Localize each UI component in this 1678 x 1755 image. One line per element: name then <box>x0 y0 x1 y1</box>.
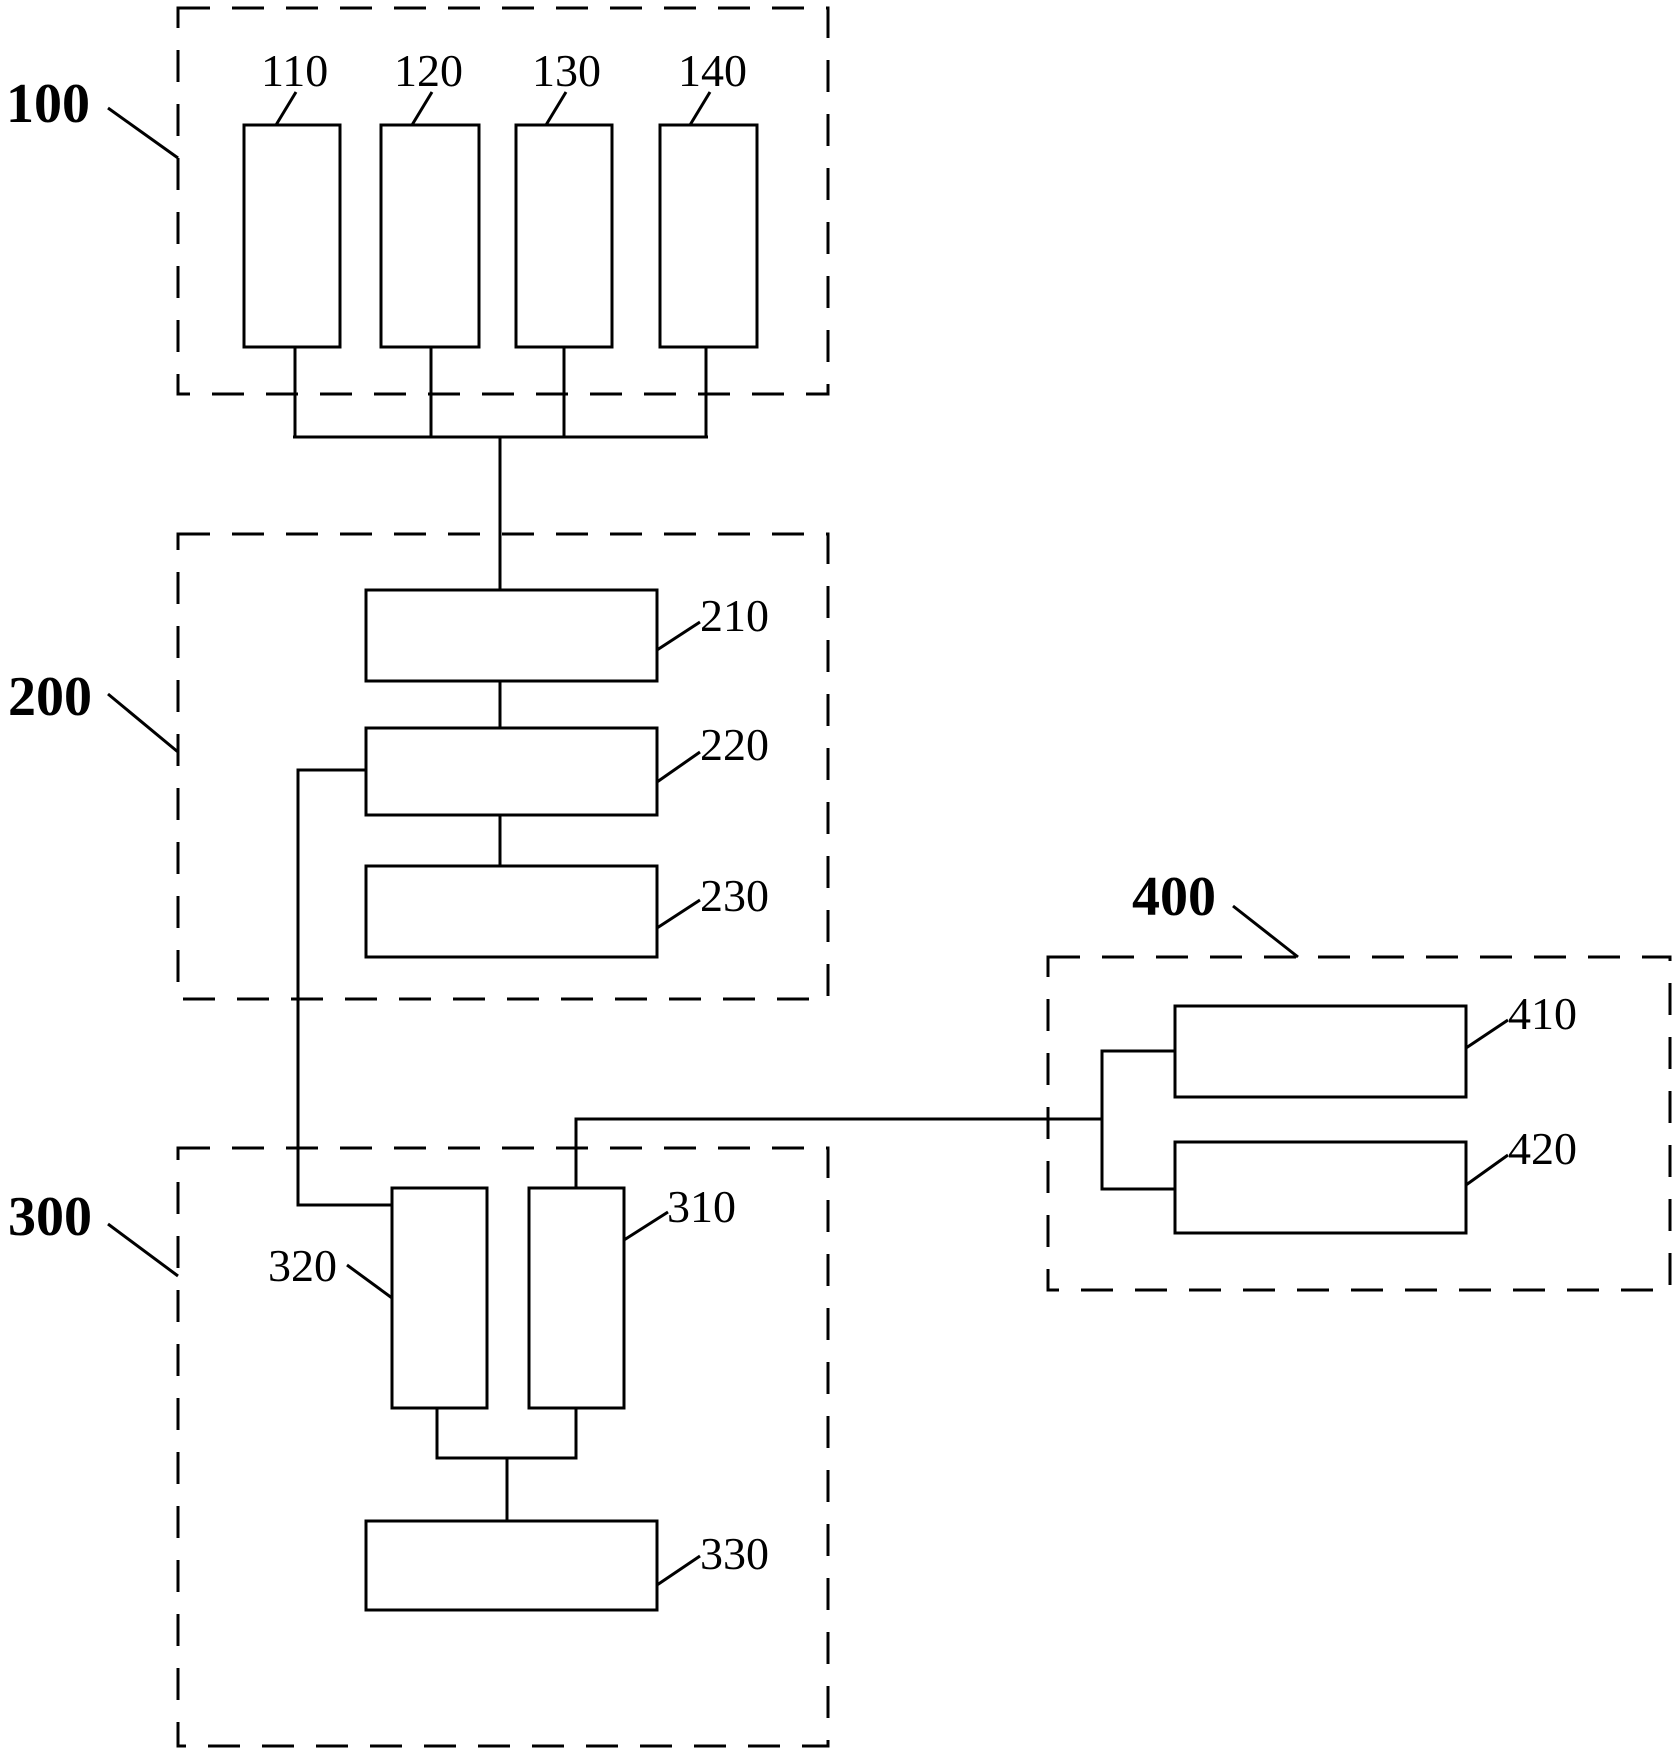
component-130-label: 130 <box>532 45 601 96</box>
component-330 <box>364 1519 659 1612</box>
wire-320-330-join <box>435 1408 578 1460</box>
component-230 <box>364 864 659 959</box>
component-320 <box>390 1186 489 1410</box>
group-300-label: 300 <box>8 1186 92 1248</box>
group-100-outline <box>176 6 830 396</box>
component-210-label: 210 <box>700 590 769 641</box>
wire-220-320 <box>296 768 392 1207</box>
component-220 <box>364 726 659 817</box>
component-110 <box>242 123 342 349</box>
component-410 <box>1173 1004 1468 1099</box>
component-230-label: 230 <box>700 870 769 921</box>
leader-300 <box>107 1222 179 1278</box>
leader-330 <box>656 1554 701 1587</box>
group-300-outline <box>176 1146 830 1748</box>
group-200-outline <box>176 532 830 1001</box>
component-110-label: 110 <box>261 45 328 96</box>
leader-320 <box>346 1263 393 1300</box>
component-220-label: 220 <box>700 719 769 770</box>
group-400-label: 400 <box>1132 866 1216 928</box>
leader-310 <box>623 1210 669 1242</box>
component-120 <box>379 123 481 349</box>
leader-100 <box>107 106 179 160</box>
component-310-label: 310 <box>667 1181 736 1232</box>
component-130 <box>514 123 614 349</box>
group-200-label: 200 <box>8 666 92 728</box>
component-420-label: 420 <box>1508 1123 1577 1174</box>
group-100-label: 100 <box>6 73 90 135</box>
group-400-outline <box>1046 955 1672 1292</box>
leader-210 <box>656 620 701 652</box>
component-140 <box>658 123 759 349</box>
component-330-label: 330 <box>700 1528 769 1579</box>
component-210 <box>364 588 659 683</box>
leader-110 <box>274 91 298 126</box>
wire-310-400 <box>574 1117 1102 1188</box>
component-420 <box>1173 1140 1468 1235</box>
leader-140 <box>688 91 712 126</box>
component-410-label: 410 <box>1508 988 1577 1039</box>
leader-120 <box>410 91 434 126</box>
leader-200 <box>107 692 179 754</box>
leader-410 <box>1465 1018 1509 1050</box>
component-120-label: 120 <box>394 45 463 96</box>
leader-400 <box>1232 904 1299 959</box>
leader-420 <box>1465 1153 1509 1187</box>
component-320-label: 320 <box>268 1240 337 1291</box>
wire-split-410 <box>1100 1049 1175 1191</box>
component-140-label: 140 <box>678 45 747 96</box>
leader-230 <box>656 898 701 930</box>
leader-220 <box>656 750 701 784</box>
component-310 <box>527 1186 626 1410</box>
leader-130 <box>544 91 568 126</box>
